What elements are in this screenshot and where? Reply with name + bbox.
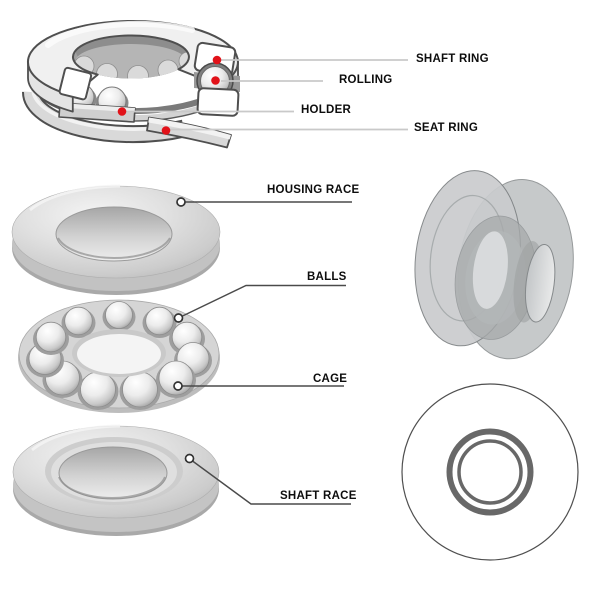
label-holder: HOLDER: [301, 104, 352, 116]
exploded-leader-lines: [181, 201, 352, 505]
top-view-bore-ring-outer: [446, 428, 534, 516]
exploded-shaft-race: [12, 424, 220, 536]
top-view-bore-ring-inner: [457, 439, 523, 505]
marker-cage: [173, 381, 183, 391]
marker-balls: [173, 313, 184, 323]
label-cage: CAGE: [313, 373, 348, 385]
red-dot-seat-ring: [161, 126, 171, 135]
cad-top-view: [401, 383, 579, 561]
cutaway-bore-view: [73, 35, 189, 79]
red-dot-shaft-ring: [212, 55, 222, 65]
leader-shaft-race: [192, 460, 351, 505]
label-seat-ring: SEAT RING: [414, 122, 479, 134]
red-dot-markers: [117, 55, 222, 135]
cutaway-leader-lines: [126, 59, 408, 131]
leader-balls: [181, 284, 346, 318]
cutaway-seat-ring: [21, 88, 232, 149]
marker-housing-race: [176, 197, 186, 207]
marker-shaft-race: [184, 453, 195, 464]
cage-balls: [26, 301, 212, 410]
cutaway-left-section-face: [58, 66, 93, 101]
label-shaft-race: SHAFT RACE: [280, 490, 357, 502]
exploded-cage-with-balls: [18, 299, 220, 413]
cad-3d-render: [414, 170, 574, 360]
exploded-housing-race: [11, 184, 221, 295]
cutaway-seat-ring-section: [196, 87, 240, 117]
red-dot-rolling: [211, 76, 220, 85]
label-housing-race: HOUSING RACE: [267, 184, 360, 196]
cutaway-shaft-ring: [26, 20, 239, 113]
label-shaft-ring: SHAFT RING: [416, 53, 489, 65]
label-rolling: ROLLING: [339, 74, 393, 86]
cutaway-illustration: [21, 20, 408, 149]
open-circle-markers: [173, 197, 195, 464]
label-balls: BALLS: [307, 271, 347, 283]
red-dot-holder: [117, 107, 127, 116]
top-view-outer-circle: [401, 383, 579, 561]
